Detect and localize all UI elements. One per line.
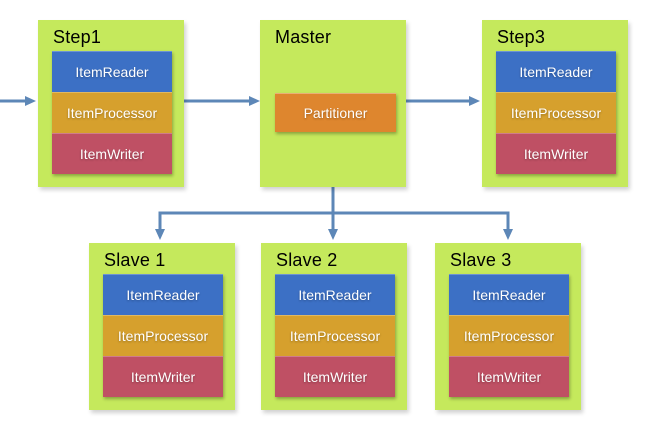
component-itemprocessor: ItemProcessor <box>449 315 569 356</box>
node-slave3: Slave 3 ItemReader ItemProcessor ItemWri… <box>435 243 581 410</box>
component-itemprocessor: ItemProcessor <box>52 92 172 133</box>
component-itemreader: ItemReader <box>449 274 569 315</box>
component-stack: ItemReader ItemProcessor ItemWriter <box>103 274 223 397</box>
node-slave2: Slave 2 ItemReader ItemProcessor ItemWri… <box>261 243 407 410</box>
component-itemprocessor: ItemProcessor <box>496 92 616 133</box>
component-itemprocessor: ItemProcessor <box>103 315 223 356</box>
node-title-step1: Step1 <box>53 27 102 47</box>
node-title-slave2: Slave 2 <box>276 250 338 270</box>
node-step1: Step1 ItemReader ItemProcessor ItemWrite… <box>38 20 184 187</box>
node-title-slave3: Slave 3 <box>450 250 512 270</box>
component-stack: ItemReader ItemProcessor ItemWriter <box>449 274 569 397</box>
component-partitioner: Partitioner <box>275 93 396 132</box>
node-master: Master Partitioner <box>260 20 406 187</box>
node-title-master: Master <box>275 27 332 47</box>
component-itemwriter: ItemWriter <box>275 356 395 397</box>
node-title-step3: Step3 <box>497 27 546 47</box>
component-itemreader: ItemReader <box>496 51 616 92</box>
node-step3: Step3 ItemReader ItemProcessor ItemWrite… <box>482 20 628 187</box>
component-stack: ItemReader ItemProcessor ItemWriter <box>275 274 395 397</box>
node-title-slave1: Slave 1 <box>104 250 166 270</box>
component-itemreader: ItemReader <box>52 51 172 92</box>
component-itemwriter: ItemWriter <box>496 133 616 174</box>
component-itemprocessor: ItemProcessor <box>275 315 395 356</box>
node-slave1: Slave 1 ItemReader ItemProcessor ItemWri… <box>89 243 235 410</box>
component-itemwriter: ItemWriter <box>52 133 172 174</box>
component-stack: ItemReader ItemProcessor ItemWriter <box>496 51 616 174</box>
component-itemreader: ItemReader <box>103 274 223 315</box>
component-itemwriter: ItemWriter <box>103 356 223 397</box>
component-itemreader: ItemReader <box>275 274 395 315</box>
component-stack: ItemReader ItemProcessor ItemWriter <box>52 51 172 174</box>
component-itemwriter: ItemWriter <box>449 356 569 397</box>
